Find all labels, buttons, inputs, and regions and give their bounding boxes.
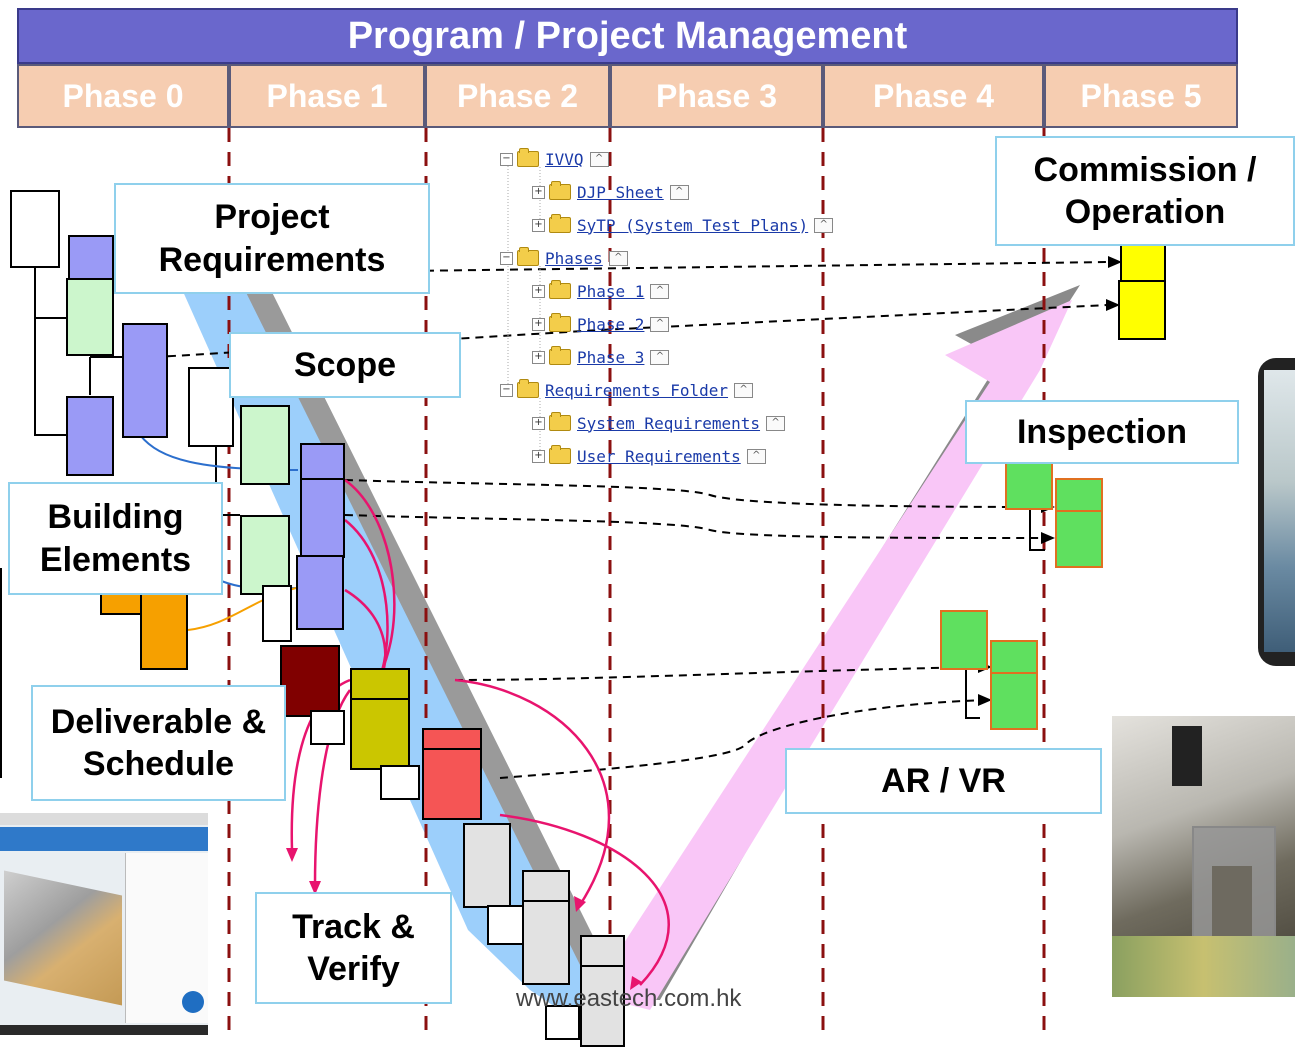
element-box	[140, 590, 188, 670]
tree-node-phase-2[interactable]: + Phase 2 ^	[532, 313, 670, 335]
banner-title: Program / Project Management	[347, 14, 908, 57]
move-up-icon[interactable]: ^	[650, 283, 670, 299]
folder-icon	[549, 445, 571, 464]
collapse-icon[interactable]: −	[500, 152, 513, 166]
expand-icon[interactable]: +	[532, 284, 545, 298]
phase-5-header: Phase 5	[1044, 64, 1238, 128]
tree-node-phases[interactable]: − Phases ^	[500, 247, 628, 269]
move-up-icon[interactable]: ^	[814, 217, 834, 233]
schedule-box	[310, 710, 345, 745]
move-up-icon[interactable]: ^	[746, 448, 766, 464]
move-up-icon[interactable]: ^	[650, 349, 670, 365]
callout-project-requirements: Project Requirements	[114, 183, 430, 294]
arvr-box	[940, 610, 988, 670]
expand-icon[interactable]: +	[532, 449, 545, 463]
folder-icon	[517, 247, 539, 266]
tree-node-label[interactable]: Phase 3	[577, 347, 645, 367]
deliverable-box	[422, 748, 482, 820]
verify-box	[463, 823, 511, 908]
move-up-icon[interactable]: ^	[589, 151, 609, 167]
bim-software-screenshot	[0, 813, 208, 1035]
ar-vr-site-photo	[1112, 716, 1295, 997]
element-box	[296, 555, 344, 630]
tree-node-label[interactable]: User Requirements	[577, 446, 741, 466]
expand-icon[interactable]: +	[532, 350, 545, 364]
expand-icon[interactable]: +	[532, 416, 545, 430]
program-management-banner: Program / Project Management	[17, 8, 1238, 64]
org-root-box	[10, 190, 60, 268]
collapse-icon[interactable]: −	[500, 251, 513, 265]
screen-edge	[0, 568, 14, 778]
up-arrow	[590, 300, 1072, 1010]
phase-0-header: Phase 0	[17, 64, 229, 128]
tree-node-label[interactable]: Phase 1	[577, 281, 645, 301]
verify-box	[522, 900, 570, 985]
schedule-box	[380, 765, 420, 800]
watermark: www.eastech.com.hk	[516, 985, 742, 1012]
callout-ar-vr: AR / VR	[785, 748, 1102, 814]
folder-icon	[549, 214, 571, 233]
verify-box	[580, 965, 625, 1047]
tree-node-sytp[interactable]: + SyTP (System Test Plans) ^	[532, 214, 834, 236]
move-up-icon[interactable]: ^	[669, 184, 689, 200]
folder-icon	[549, 313, 571, 332]
tree-node-ivvq[interactable]: − IVVQ ^	[500, 148, 609, 170]
move-up-icon[interactable]: ^	[734, 382, 754, 398]
folder-icon	[549, 181, 571, 200]
deliverable-box	[350, 698, 410, 770]
tree-node-phase-3[interactable]: + Phase 3 ^	[532, 346, 670, 368]
collapse-icon[interactable]: −	[500, 383, 513, 397]
phase-1-header: Phase 1	[229, 64, 425, 128]
callout-deliverable-schedule: Deliverable & Schedule	[31, 685, 286, 801]
move-up-icon[interactable]: ^	[650, 316, 670, 332]
folder-icon	[549, 280, 571, 299]
tree-node-user-requirements[interactable]: + User Requirements ^	[532, 445, 766, 467]
phase-2-header: Phase 2	[425, 64, 610, 128]
phase-3-header: Phase 3	[610, 64, 823, 128]
phase-4-header: Phase 4	[823, 64, 1044, 128]
element-box	[240, 515, 290, 595]
move-up-icon[interactable]: ^	[608, 250, 628, 266]
expand-icon[interactable]: +	[532, 218, 545, 232]
folder-icon	[517, 148, 539, 167]
folder-icon	[549, 346, 571, 365]
deliverable-box	[280, 645, 340, 717]
scope-box	[122, 323, 168, 438]
callout-inspection: Inspection	[965, 400, 1239, 464]
callout-building-elements: Building Elements	[8, 482, 223, 595]
tree-node-label[interactable]: Phases	[545, 248, 603, 268]
commission-box	[1118, 280, 1166, 340]
callout-commission-operation: Commission / Operation	[995, 136, 1295, 246]
requirement-box	[66, 396, 114, 476]
expand-icon[interactable]: +	[532, 185, 545, 199]
tree-node-label[interactable]: SyTP (System Test Plans)	[577, 215, 809, 235]
element-box	[240, 405, 290, 485]
phase-row: Phase 0 Phase 1 Phase 2 Phase 3 Phase 4 …	[17, 64, 1238, 128]
folder-icon	[549, 412, 571, 431]
tree-node-phase-1[interactable]: + Phase 1 ^	[532, 280, 670, 302]
callout-scope: Scope	[229, 332, 461, 398]
mobile-phone-photo	[1258, 358, 1295, 666]
arvr-box	[990, 672, 1038, 730]
folder-icon	[517, 379, 539, 398]
expand-icon[interactable]: +	[532, 317, 545, 331]
tree-node-djp-sheet[interactable]: + DJP Sheet ^	[532, 181, 689, 203]
tree-node-label[interactable]: DJP Sheet	[577, 182, 664, 202]
tree-node-requirements-folder[interactable]: − Requirements Folder ^	[500, 379, 754, 401]
tree-node-label[interactable]: IVVQ	[545, 149, 584, 169]
tree-node-label[interactable]: System Requirements	[577, 413, 761, 433]
schedule-box	[487, 905, 527, 945]
callout-track-verify: Track & Verify	[255, 892, 452, 1004]
requirement-box	[68, 235, 114, 283]
tree-node-system-requirements[interactable]: + System Requirements ^	[532, 412, 786, 434]
requirement-box	[66, 278, 114, 356]
schedule-box	[545, 1005, 580, 1040]
org-box	[188, 367, 234, 447]
tree-node-label[interactable]: Requirements Folder	[545, 380, 729, 400]
inspection-box	[1055, 510, 1103, 568]
org-box	[262, 585, 292, 642]
tree-node-label[interactable]: Phase 2	[577, 314, 645, 334]
element-box	[300, 478, 345, 558]
move-up-icon[interactable]: ^	[766, 415, 786, 431]
